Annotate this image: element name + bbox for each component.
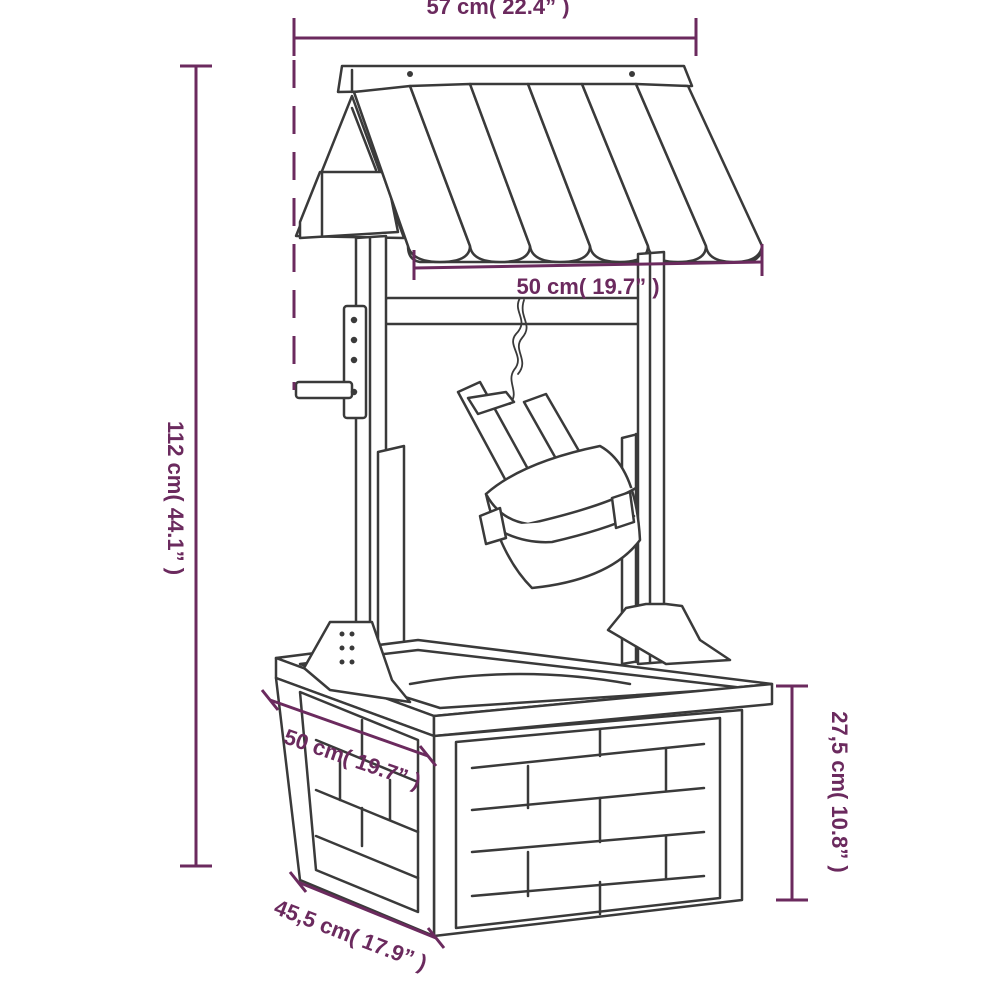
base-side-panel	[274, 676, 436, 938]
overall-width-label: 57 cm( 22.4” )	[426, 0, 569, 19]
base-height-dimension	[776, 684, 808, 902]
roof-screws	[407, 71, 635, 77]
bucket	[456, 380, 642, 590]
front-right-post	[636, 250, 666, 666]
dimension-lines	[180, 18, 808, 949]
roof-gable	[294, 94, 406, 240]
corner-bracket-right	[606, 602, 732, 666]
overall-width-dimension	[292, 18, 698, 56]
roof-width-dimension	[412, 244, 764, 280]
total-height-dimension	[180, 64, 212, 868]
base-width-dimension	[260, 689, 438, 767]
wishing-well	[274, 64, 774, 938]
total-height-label: 112 cm( 44.1” )	[163, 421, 188, 575]
crank-handle	[294, 304, 368, 420]
base-front-panel	[432, 708, 744, 938]
base-height-label: 27,5 cm( 10.8” )	[827, 711, 852, 872]
base-depth-dimension	[288, 871, 446, 949]
roof-slats	[352, 82, 764, 264]
corner-bracket-left	[302, 620, 412, 704]
rope	[509, 297, 528, 405]
crossbar	[382, 296, 658, 326]
roof-width-label: 50 cm( 19.7” )	[516, 274, 659, 299]
